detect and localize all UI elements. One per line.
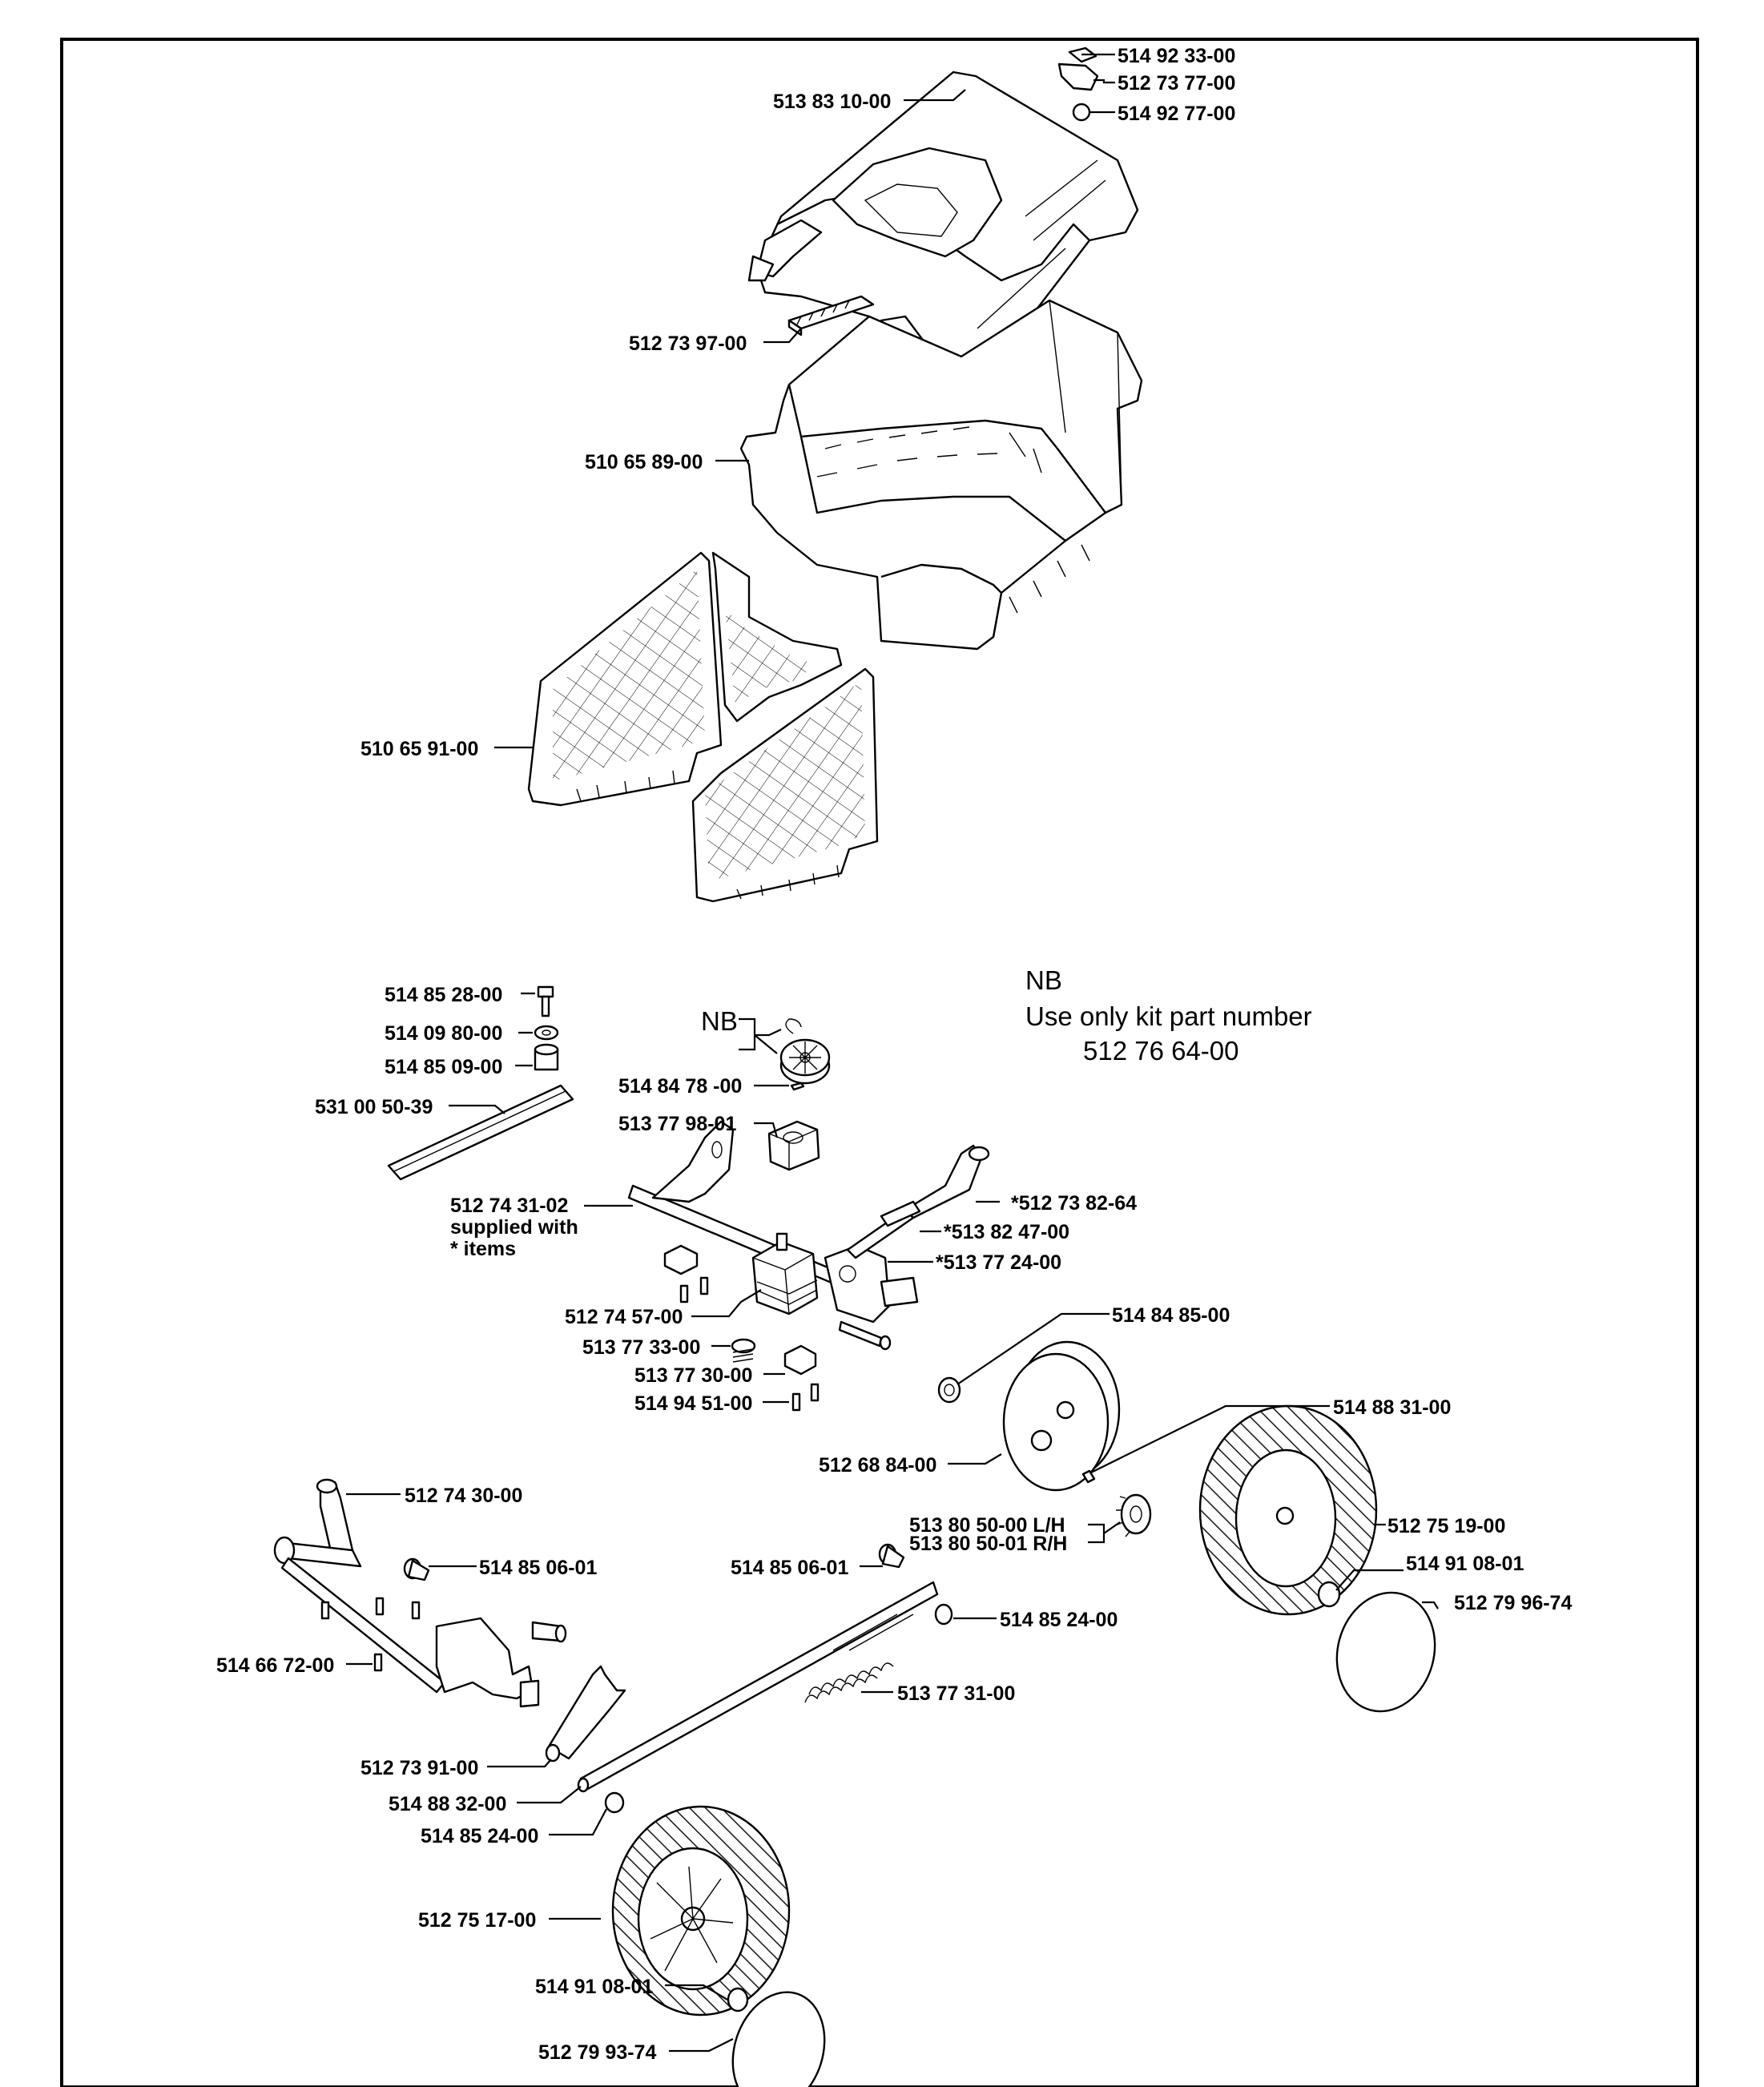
part-label: *513 82 47-00	[944, 1221, 1069, 1243]
part-label: supplied with	[450, 1216, 578, 1239]
wheel-part-icon	[1198, 1404, 1378, 1616]
part-label: 514 85 09-00	[385, 1056, 502, 1078]
note-line-2: 512 76 64-00	[1083, 1036, 1239, 1066]
part-label: 514 85 24-00	[421, 1825, 538, 1847]
part-label: 514 85 06-01	[731, 1557, 848, 1579]
part-label: 514 92 77-00	[1118, 103, 1235, 125]
height-lever	[273, 1478, 567, 1708]
hubcap-part-icon	[731, 1991, 826, 2087]
page-frame	[60, 38, 1699, 2087]
bushing-part-icon	[534, 1043, 559, 1071]
part-label: 514 84 78 -00	[618, 1075, 742, 1098]
screw-part-icon	[679, 1284, 689, 1303]
part-label: 513 77 30-00	[634, 1364, 752, 1387]
washer-part-icon	[1317, 1581, 1341, 1608]
part-label: 510 65 89-00	[585, 451, 703, 473]
part-label: 512 74 30-00	[405, 1485, 522, 1507]
washer-part-icon	[1072, 103, 1091, 122]
part-label: 514 88 31-00	[1333, 1396, 1451, 1419]
part-label: 513 80 50-00 L/H	[909, 1514, 1065, 1537]
wheel-cap-part-icon	[1002, 1340, 1121, 1492]
spring-part-icon	[731, 1338, 756, 1363]
pin-part-icon	[403, 1557, 430, 1581]
pulley-part-icon	[779, 1018, 831, 1085]
pin-part-icon	[1081, 1469, 1096, 1484]
kit-note: NB Use only kit part number 512 76 64-00	[1025, 965, 1312, 1066]
screw-part-icon	[411, 1601, 421, 1620]
link-part-icon	[545, 1665, 626, 1763]
washer-part-icon	[534, 1025, 559, 1041]
part-label: 513 80 50-01 R/H	[909, 1533, 1067, 1555]
part-label: 512 75 19-00	[1387, 1515, 1505, 1537]
part-label: 514 09 80-00	[385, 1022, 502, 1045]
gear-lever	[846, 1144, 990, 1259]
part-label: 514 88 32-00	[389, 1793, 506, 1815]
part-label: 514 84 85-00	[1112, 1304, 1230, 1327]
pin-part-icon	[878, 1543, 905, 1569]
clip-part-icon	[663, 1244, 699, 1275]
screw-part-icon	[375, 1597, 385, 1616]
part-label: 514 85 28-00	[385, 984, 502, 1006]
bracket-part-icon	[1057, 62, 1099, 91]
gearbox-assembly	[627, 1120, 919, 1351]
screw-part-icon	[791, 1392, 801, 1412]
part-label: 512 73 91-00	[360, 1757, 478, 1779]
screw-part-icon	[810, 1383, 820, 1402]
part-labels: 514 92 33-00 512 73 77-00 514 92 77-00 5…	[216, 45, 1572, 2064]
bushing-part-icon	[937, 1376, 961, 1404]
screw-part-icon	[537, 985, 554, 1017]
spring-part-icon	[804, 1662, 894, 1703]
hubcap-part-icon	[1335, 1591, 1436, 1713]
part-label: 512 74 31-02	[450, 1195, 568, 1217]
part-label: 513 77 98-01	[618, 1113, 736, 1135]
washer-part-icon	[727, 1987, 749, 2012]
nb-label: NB	[701, 1006, 738, 1036]
screw-part-icon	[320, 1601, 330, 1620]
part-label: 531 00 50-39	[315, 1096, 433, 1118]
mesh-panels	[527, 551, 879, 903]
part-label: 514 91 08-01	[535, 1976, 653, 1998]
bag-frame	[739, 299, 1143, 651]
part-label: 512 73 77-00	[1118, 72, 1235, 95]
part-label: 510 65 91-00	[360, 738, 478, 760]
washer-part-icon	[604, 1791, 625, 1814]
part-label: 512 68 84-00	[819, 1454, 936, 1477]
part-label: 512 79 96-74	[1454, 1592, 1572, 1614]
part-label: 512 75 17-00	[418, 1909, 536, 1932]
leader-lines	[346, 53, 1439, 2053]
note-title: NB	[1025, 965, 1062, 995]
part-label: 514 94 51-00	[634, 1392, 752, 1415]
part-label: 514 85 24-00	[1000, 1609, 1118, 1631]
screw-part-icon	[373, 1653, 383, 1672]
part-label: *513 77 24-00	[936, 1251, 1061, 1274]
part-label: 512 74 57-00	[565, 1306, 683, 1328]
part-label: 513 83 10-00	[773, 91, 891, 113]
part-label: 514 66 72-00	[216, 1654, 334, 1677]
part-label: 513 77 31-00	[897, 1682, 1015, 1705]
part-label: *512 73 82-64	[1011, 1192, 1137, 1215]
washer-part-icon	[934, 1603, 953, 1626]
part-label: * items	[450, 1238, 516, 1260]
part-label: 512 79 93-74	[538, 2041, 656, 2064]
pinion-part-icon	[1116, 1493, 1152, 1537]
filter-insert	[787, 295, 875, 336]
block-part-icon	[767, 1120, 820, 1171]
wheel-part-icon	[611, 1805, 791, 2016]
part-label: 514 91 08-01	[1406, 1553, 1524, 1575]
key-part-icon	[790, 1082, 805, 1091]
note-line-1: Use only kit part number	[1025, 1001, 1312, 1031]
part-label: 512 73 97-00	[629, 332, 747, 355]
clip-part-icon	[783, 1344, 817, 1376]
screw-part-icon	[699, 1276, 709, 1295]
part-label: 514 92 33-00	[1118, 45, 1235, 67]
part-label: 513 77 33-00	[582, 1336, 700, 1359]
axle-part-icon	[577, 1581, 939, 1793]
part-label: 514 85 06-01	[479, 1557, 597, 1579]
